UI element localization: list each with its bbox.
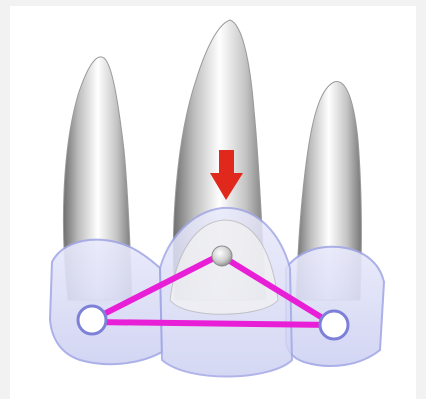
right-joint-icon: [320, 311, 348, 339]
left-crown: [50, 240, 162, 364]
center-joint-icon: [212, 246, 232, 266]
connector-base: [92, 322, 334, 325]
left-joint-icon: [78, 306, 106, 334]
center-crown: [160, 208, 292, 377]
